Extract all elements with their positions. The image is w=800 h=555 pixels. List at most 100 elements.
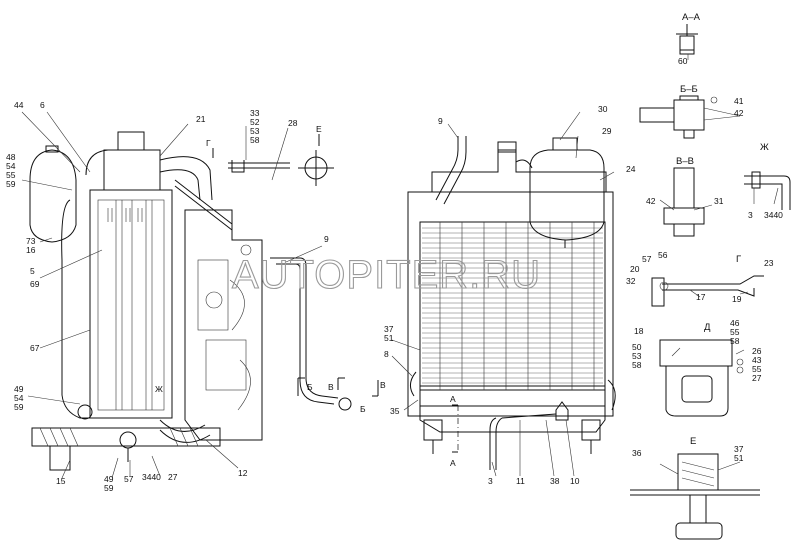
- front-core: [419, 221, 606, 391]
- callout: 36: [632, 448, 642, 458]
- callout: 48: [6, 152, 16, 162]
- callout: 59: [14, 402, 24, 412]
- callout: 58: [250, 135, 260, 145]
- detail-aa: [676, 24, 698, 60]
- left-view: [21, 111, 379, 479]
- callout: 59: [6, 179, 16, 189]
- callout: 11: [516, 476, 525, 486]
- bracket-g: [228, 160, 290, 173]
- callout: 49: [104, 474, 114, 484]
- callout: 57: [642, 254, 652, 264]
- callout: 27: [168, 472, 178, 482]
- marker-b-low: Б: [360, 404, 366, 414]
- callout: 27: [752, 373, 762, 383]
- pipe-9-flange: [338, 397, 352, 411]
- front-radiator-frame: [407, 191, 614, 417]
- center-view: [391, 111, 616, 477]
- callout: 51: [384, 333, 394, 343]
- callout: 32: [626, 276, 636, 286]
- section-e-title: Е: [690, 436, 696, 447]
- filler-cap: [117, 131, 145, 151]
- callout: 21: [196, 114, 206, 124]
- callout: 46: [730, 318, 740, 328]
- expansion-tank: [29, 149, 77, 243]
- callout: 28: [288, 118, 298, 128]
- section-zh-title: Ж: [760, 142, 769, 153]
- callout: 60: [678, 56, 688, 66]
- callout: 50: [632, 342, 642, 352]
- detail-bb: [639, 95, 741, 139]
- filler-box: [103, 149, 161, 191]
- detail-vv: [659, 167, 713, 237]
- callout: 26: [752, 346, 762, 356]
- callout: 5: [30, 266, 35, 276]
- callout: 24: [626, 164, 636, 174]
- marker-a-left: А: [450, 394, 456, 404]
- callout: 20: [630, 264, 640, 274]
- callout: 37: [384, 324, 394, 334]
- callout: 18: [634, 326, 644, 336]
- front-filler-cap: [497, 141, 517, 153]
- callout: 69: [30, 279, 40, 289]
- section-bb-title: Б–Б: [680, 84, 698, 95]
- callout: 41: [734, 96, 744, 106]
- section-aa-title: А–А: [682, 12, 701, 23]
- engine-block: [184, 209, 263, 441]
- detail-zh: [744, 171, 791, 210]
- front-expansion-tank: [529, 149, 605, 241]
- callout: 59: [104, 483, 114, 493]
- callout: 31: [714, 196, 724, 206]
- callout: 55: [752, 364, 762, 374]
- callout: 9: [324, 234, 329, 244]
- callout-labels: 44 6 48 54 55 59 73 16 5 69 67 49 54 59 …: [6, 56, 783, 493]
- callout: 42: [734, 108, 744, 118]
- marker-e-top: Е: [316, 124, 322, 134]
- upper-hose: [85, 149, 213, 201]
- callout: 3440: [142, 472, 161, 482]
- callout: 53: [632, 351, 642, 361]
- marker-g-top: Г: [206, 138, 211, 148]
- callout: 3440: [764, 210, 783, 220]
- radiator-tank-outline: [61, 199, 95, 419]
- callout: 52: [250, 117, 260, 127]
- section-d-title: Д: [704, 322, 711, 333]
- detail-e: [630, 453, 760, 540]
- callout: 37: [734, 444, 744, 454]
- front-core-fins: [422, 222, 603, 390]
- front-pipe-9: [435, 136, 467, 205]
- callout: 42: [646, 196, 656, 206]
- callout: 15: [56, 476, 66, 486]
- callout: 57: [124, 474, 134, 484]
- callout: 19: [732, 294, 742, 304]
- pipe-9: [270, 257, 339, 405]
- detail-g: [651, 275, 764, 307]
- callout: 55: [6, 170, 16, 180]
- marker-v-mid: В: [328, 382, 334, 392]
- center-leaders: [391, 111, 615, 477]
- callout: 54: [14, 393, 24, 403]
- callout: 33: [250, 108, 260, 118]
- callout: 3: [748, 210, 753, 220]
- callout: 6: [40, 100, 45, 110]
- callout: 29: [602, 126, 612, 136]
- core-top-hatch: [107, 208, 143, 222]
- detail-d: [659, 339, 745, 417]
- marker-a-bottom: А: [450, 458, 456, 468]
- drain-pipe: [489, 413, 557, 470]
- callout: 43: [752, 355, 762, 365]
- callout: 67: [30, 343, 40, 353]
- marker-v-right: В: [380, 380, 386, 390]
- marker-zh-mid: Ж: [155, 384, 163, 394]
- callout: 56: [658, 250, 668, 260]
- callout: 17: [696, 292, 706, 302]
- callout: 53: [250, 126, 260, 136]
- callout: 9: [438, 116, 443, 126]
- callout: 55: [730, 327, 740, 337]
- callout: 58: [730, 336, 740, 346]
- callout: 10: [570, 476, 580, 486]
- callout: 44: [14, 100, 24, 110]
- callout: 3: [488, 476, 493, 486]
- watermark-text: AUTOPITER.RU: [232, 253, 541, 297]
